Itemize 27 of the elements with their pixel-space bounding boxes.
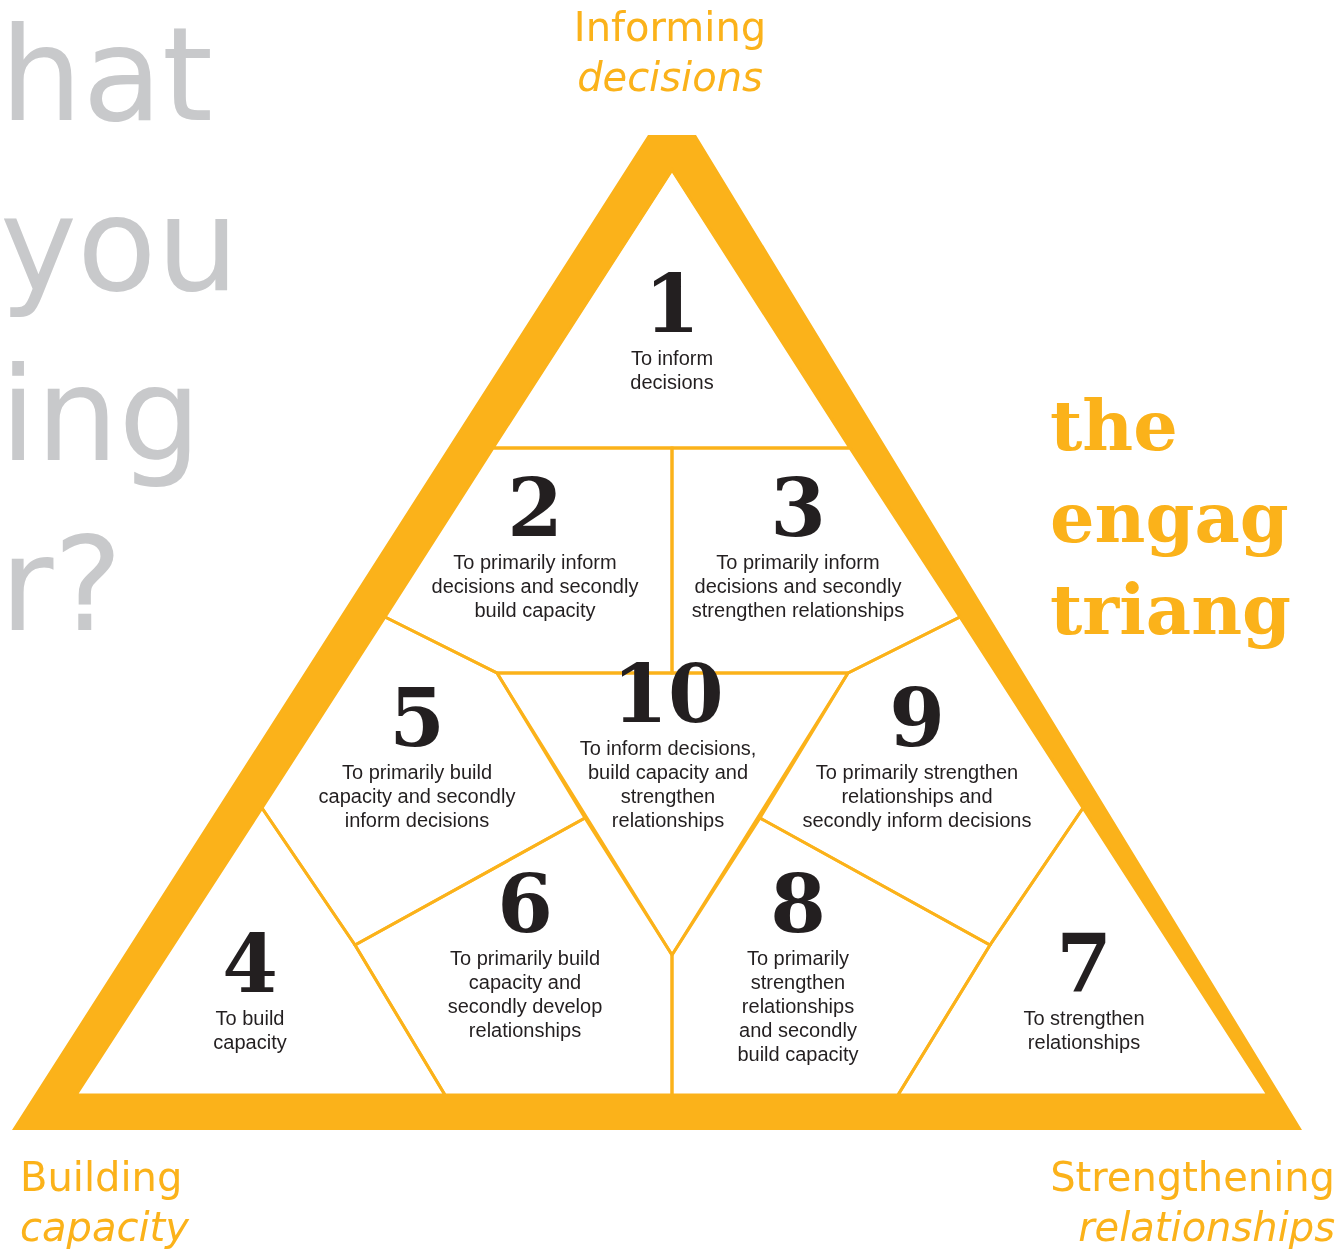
section-description: To strengthen relationships <box>1022 1006 1146 1054</box>
section-description: To primarily inform decisions and secondly build capacity <box>430 550 640 622</box>
section-number: 10 <box>612 652 724 736</box>
section-description: To inform decisions <box>629 346 715 394</box>
corner-label: Informing decisions <box>572 3 768 102</box>
triangle-section <box>493 170 850 448</box>
section-number: 4 <box>221 922 278 1006</box>
section-description: To primarily build capacity and secondly inform decisions <box>317 760 517 832</box>
section-description: To build capacity <box>212 1006 288 1054</box>
section-number: 5 <box>389 676 446 760</box>
section-number: 2 <box>507 466 563 550</box>
section-description: To inform decisions, build capacity and strengthen relationships <box>578 736 758 832</box>
section-number: 8 <box>769 862 826 946</box>
section-number: 9 <box>889 676 945 760</box>
section-description: To primarily build capacity and secondly develop relationships <box>446 946 604 1042</box>
corner-label: Building capacity <box>20 1153 190 1252</box>
section-number: 1 <box>643 262 700 346</box>
side-heading: triang <box>1050 567 1291 653</box>
section-number: 7 <box>1056 922 1112 1006</box>
section-description: To primarily strengthen relationships and secondly build capacity <box>736 946 860 1066</box>
section-description: To primarily inform decisions and secondly strengthen relationships <box>690 550 906 622</box>
side-heading: the <box>1050 383 1178 469</box>
section-number: 6 <box>497 862 554 946</box>
section-number: 3 <box>770 466 826 550</box>
section-description: To primarily strengthen relationships and secondly inform decisions <box>802 760 1032 832</box>
side-heading: engag <box>1050 475 1289 561</box>
corner-label: Strengthening relationships <box>1049 1153 1335 1252</box>
